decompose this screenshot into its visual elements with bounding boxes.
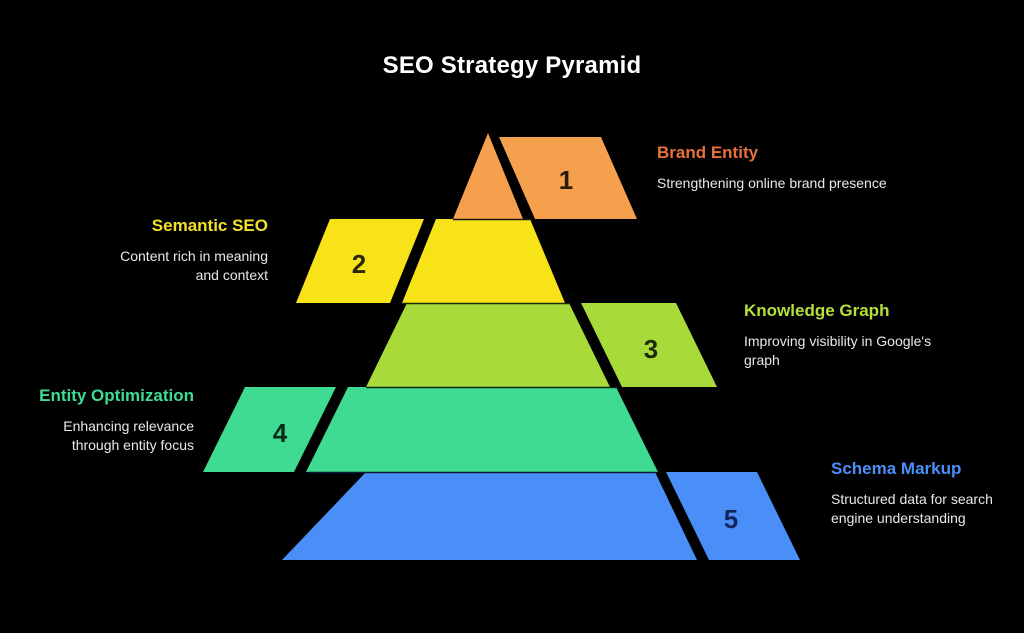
callout-4-title: Entity Optimization xyxy=(39,386,194,405)
tier-5-callout-shape[interactable] xyxy=(666,472,800,560)
tier-4-callout-shape[interactable] xyxy=(203,387,336,472)
callout-5-title: Schema Markup xyxy=(831,459,962,478)
tier-3-number: 3 xyxy=(644,334,658,364)
callout-entity-optimization[interactable]: Entity Optimization Enhancing relevance … xyxy=(30,384,194,455)
tier-1-body xyxy=(453,133,523,219)
callout-brand-entity[interactable]: Brand Entity Strengthening online brand … xyxy=(657,141,887,193)
tier-dividers xyxy=(308,218,657,474)
pyramid-tier-1[interactable]: 1 xyxy=(453,133,637,219)
tier-3-callout-shape[interactable] xyxy=(581,303,717,387)
callout-schema-markup[interactable]: Schema Markup Structured data for search… xyxy=(831,457,1021,528)
tier-2-body xyxy=(402,219,565,303)
pyramid-tier-4[interactable]: 4 xyxy=(203,387,658,472)
callout-3-description: Improving visibility in Google's graph xyxy=(744,333,932,369)
pyramid-tier-3[interactable]: 3 xyxy=(366,303,717,387)
callout-1-description: Strengthening online brand presence xyxy=(657,175,887,192)
page-title: SEO Strategy Pyramid xyxy=(382,52,642,79)
callout-5-description: Structured data for search engine unders… xyxy=(831,491,993,527)
tier-5-number: 5 xyxy=(724,504,738,534)
pyramid-tier-5[interactable]: 5 xyxy=(282,472,800,560)
tier-1-callout-shape[interactable] xyxy=(499,137,637,219)
callout-3-title: Knowledge Graph xyxy=(744,301,890,320)
tier-4-body xyxy=(306,387,658,472)
callout-knowledge-graph[interactable]: Knowledge Graph Improving visibility in … xyxy=(744,299,954,370)
tier-1-number: 1 xyxy=(559,165,573,195)
callout-2-title: Semantic SEO xyxy=(151,216,268,235)
tier-4-number: 4 xyxy=(273,418,288,448)
tier-5-body xyxy=(282,472,697,560)
callout-1-title: Brand Entity xyxy=(657,143,759,162)
callout-2-description: Content rich in meaning and context xyxy=(120,248,268,284)
pyramid-tier-2[interactable]: 2 xyxy=(296,219,565,303)
tier-3-body xyxy=(366,303,610,387)
callout-semantic-seo[interactable]: Semantic SEO Content rich in meaning and… xyxy=(96,214,268,285)
callout-4-description: Enhancing relevance through entity focus xyxy=(63,418,194,454)
tier-2-number: 2 xyxy=(352,249,366,279)
tier-2-callout-shape[interactable] xyxy=(296,219,424,303)
